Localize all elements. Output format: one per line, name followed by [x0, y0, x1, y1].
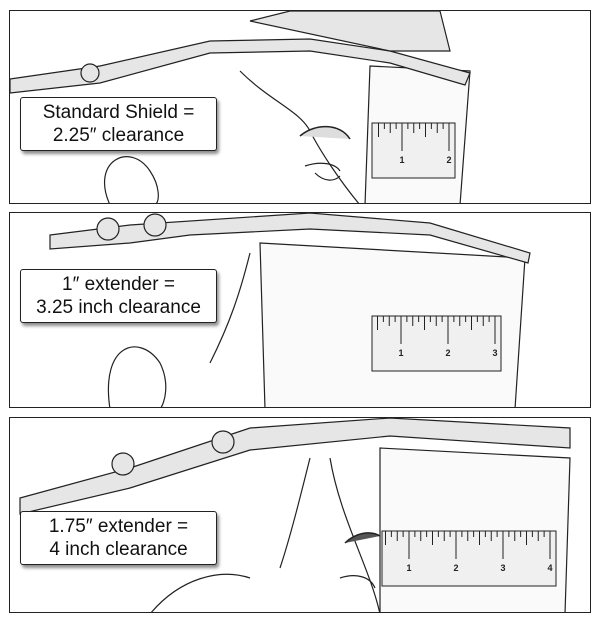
eyebrow-icon	[299, 125, 351, 140]
ear-outline	[107, 346, 167, 407]
label-line-2: 4 inch clearance	[49, 539, 188, 560]
ruler-number: 1	[398, 348, 403, 358]
ruler: 1 2 3	[371, 315, 502, 372]
eye-outline	[304, 162, 341, 181]
clearance-label: 1″ extender = 3.25 inch clearance	[20, 269, 217, 323]
illustration-1-inch: 1 2 3	[49, 213, 531, 407]
top-band	[249, 11, 451, 52]
face-outline	[279, 457, 381, 612]
screw-icon	[211, 430, 235, 454]
label-line-1: 1″ extender =	[62, 274, 175, 295]
label-line-1: Standard Shield =	[42, 102, 195, 123]
ruler-number: 2	[445, 348, 450, 358]
ruler-number: 1	[399, 155, 404, 165]
clearance-label: Standard Shield = 2.25″ clearance	[20, 97, 217, 151]
ruler: 1 2 3 4	[381, 530, 557, 587]
label-line-2: 3.25 inch clearance	[36, 297, 201, 318]
ruler-body	[381, 530, 557, 587]
headband	[19, 418, 571, 515]
panel-1-75-inch-extender: 1 2 3 4 1.75″ extender = 4 inch clearance	[9, 417, 591, 613]
screw-icon	[96, 217, 120, 241]
ruler-number: 1	[406, 563, 411, 573]
eye-outline	[339, 575, 376, 589]
ruler-number: 3	[500, 563, 505, 573]
panel-1-inch-extender: 1 2 3 1″ extender = 3.25 inch clearance	[9, 212, 591, 408]
clearance-label: 1.75″ extender = 4 inch clearance	[20, 511, 217, 565]
illustration-1-75-inch: 1 2 3 4	[19, 418, 571, 612]
screw-icon	[143, 213, 167, 237]
ruler-number: 3	[492, 348, 497, 358]
screw-icon	[111, 452, 135, 476]
headband	[10, 38, 471, 94]
ear-outline	[104, 156, 159, 203]
headband	[49, 213, 531, 264]
eyebrow-icon	[344, 532, 381, 544]
ruler-number: 2	[446, 155, 451, 165]
ruler-number: 4	[547, 563, 552, 573]
hand-outline	[151, 573, 251, 612]
ruler-number: 2	[453, 563, 458, 573]
label-line-2: 2.25″ clearance	[52, 125, 185, 146]
screw-icon	[80, 63, 100, 83]
label-line-1: 1.75″ extender =	[48, 516, 189, 537]
